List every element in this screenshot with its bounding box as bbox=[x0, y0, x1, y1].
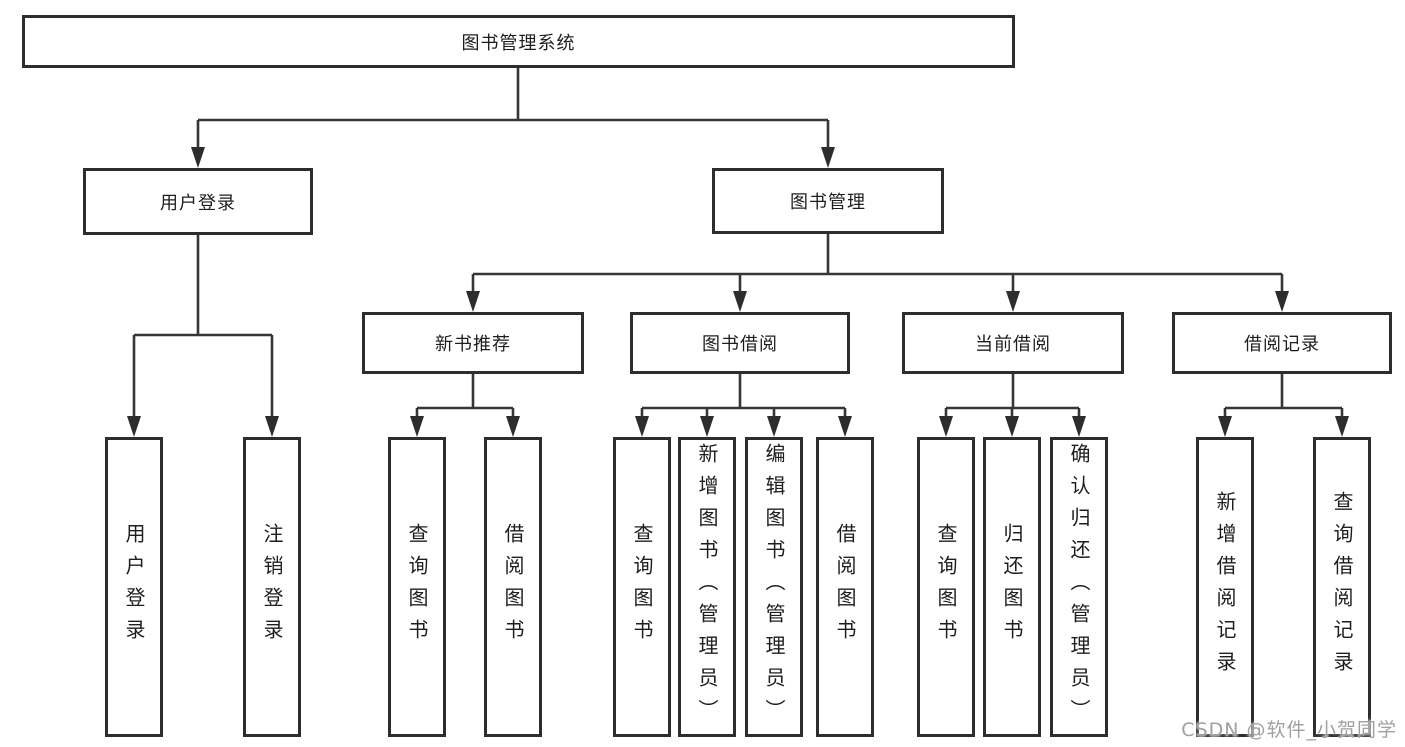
node-leaf-query-books-3-label: 查询图书 bbox=[934, 523, 958, 651]
node-leaf-add-borrow-record-label: 新增借阅记录 bbox=[1213, 491, 1237, 683]
node-leaf-query-books-1-label: 查询图书 bbox=[405, 523, 429, 651]
node-book-management: 图书管理 bbox=[712, 168, 944, 234]
arrowhead-icon bbox=[1005, 416, 1019, 437]
node-leaf-add-books-admin-label: 新增图书（管理员） bbox=[695, 443, 719, 731]
node-user-login-label: 用户登录 bbox=[160, 192, 236, 214]
node-leaf-edit-books-admin: 编辑图书（管理员） bbox=[745, 437, 803, 737]
node-current-borrowing-label: 当前借阅 bbox=[975, 334, 1051, 355]
node-leaf-return-books-label: 归还图书 bbox=[1000, 523, 1024, 651]
node-leaf-return-books: 归还图书 bbox=[983, 437, 1041, 737]
arrowhead-icon bbox=[466, 291, 480, 312]
node-book-management-label: 图书管理 bbox=[790, 192, 866, 213]
node-leaf-borrow-books-2: 借阅图书 bbox=[816, 437, 874, 737]
arrowhead-icon bbox=[127, 416, 141, 437]
connector-path bbox=[132, 68, 1344, 420]
node-user-login: 用户登录 bbox=[83, 168, 313, 235]
node-leaf-user-login-label: 用户登录 bbox=[122, 523, 146, 651]
arrowhead-icon bbox=[1006, 291, 1020, 312]
arrowhead-icon bbox=[767, 416, 781, 437]
arrowhead-icon bbox=[733, 291, 747, 312]
node-leaf-query-books-1: 查询图书 bbox=[388, 437, 446, 737]
arrowhead-icon bbox=[1072, 416, 1086, 437]
arrowhead-icon bbox=[1218, 416, 1232, 437]
arrowhead-icon bbox=[821, 147, 835, 168]
node-leaf-edit-books-admin-label: 编辑图书（管理员） bbox=[762, 443, 786, 731]
node-leaf-logout: 注销登录 bbox=[243, 437, 301, 737]
node-root-system-label: 图书管理系统 bbox=[461, 32, 576, 54]
node-leaf-borrow-books-1: 借阅图书 bbox=[484, 437, 542, 737]
node-leaf-query-books-2-label: 查询图书 bbox=[630, 523, 654, 651]
csdn-watermark: CSDN @软件_小贺同学 bbox=[1181, 719, 1397, 741]
node-leaf-query-borrow-record: 查询借阅记录 bbox=[1313, 437, 1371, 737]
node-leaf-add-books-admin: 新增图书（管理员） bbox=[678, 437, 736, 737]
arrowhead-icon bbox=[265, 416, 279, 437]
node-leaf-query-borrow-record-label: 查询借阅记录 bbox=[1330, 491, 1354, 683]
node-new-book-recommend-label: 新书推荐 bbox=[435, 334, 511, 355]
arrowhead-icon bbox=[410, 416, 424, 437]
node-current-borrowing: 当前借阅 bbox=[902, 312, 1124, 374]
arrowhead-icon bbox=[700, 416, 714, 437]
node-root-system: 图书管理系统 bbox=[22, 15, 1015, 68]
node-leaf-borrow-books-1-label: 借阅图书 bbox=[501, 523, 525, 651]
node-leaf-query-books-3: 查询图书 bbox=[917, 437, 975, 737]
arrowhead-icon bbox=[1275, 291, 1289, 312]
node-new-book-recommend: 新书推荐 bbox=[362, 312, 584, 374]
arrowhead-icon bbox=[635, 416, 649, 437]
node-borrowing-records: 借阅记录 bbox=[1172, 312, 1392, 374]
node-book-borrowing-label: 图书借阅 bbox=[702, 334, 778, 355]
node-leaf-confirm-return-admin: 确认归还（管理员） bbox=[1050, 437, 1108, 737]
arrowhead-icon bbox=[838, 416, 852, 437]
arrowhead-icon bbox=[939, 416, 953, 437]
arrowhead-icon bbox=[1335, 416, 1349, 437]
node-borrowing-records-label: 借阅记录 bbox=[1244, 334, 1320, 355]
node-book-borrowing: 图书借阅 bbox=[630, 312, 850, 374]
node-leaf-user-login: 用户登录 bbox=[105, 437, 163, 737]
node-leaf-confirm-return-admin-label: 确认归还（管理员） bbox=[1067, 443, 1091, 731]
node-leaf-add-borrow-record: 新增借阅记录 bbox=[1196, 437, 1254, 737]
node-leaf-query-books-2: 查询图书 bbox=[613, 437, 671, 737]
node-leaf-borrow-books-2-label: 借阅图书 bbox=[833, 523, 857, 651]
arrowhead-icon bbox=[191, 147, 205, 168]
node-leaf-logout-label: 注销登录 bbox=[260, 523, 284, 651]
arrowhead-icon bbox=[506, 416, 520, 437]
